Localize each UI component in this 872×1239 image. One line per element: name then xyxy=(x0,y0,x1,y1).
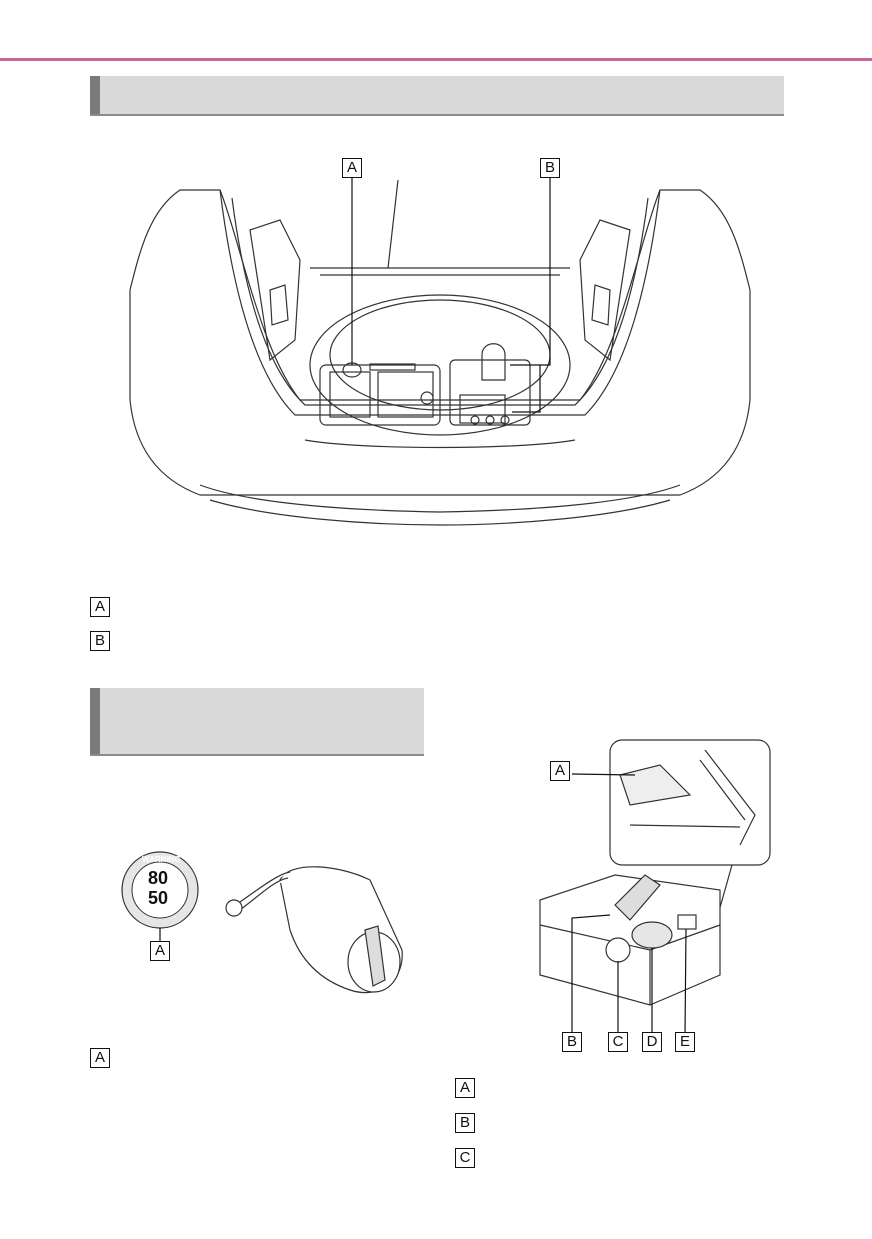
sticker-callout-a: A xyxy=(150,941,170,961)
repair-kit-drawing xyxy=(121,851,403,994)
compressor-callout-e: E xyxy=(675,1032,695,1052)
compressor-callout-d: D xyxy=(642,1032,662,1052)
compressor-drawing xyxy=(539,739,771,1036)
legend-trunk-a-marker: A xyxy=(90,597,110,617)
compressor-callout-c: C xyxy=(608,1032,628,1052)
legend-compressor-a-marker: A xyxy=(455,1078,475,1098)
legend-trunk-b-marker: B xyxy=(90,631,110,651)
sticker-speed-top: 80 xyxy=(148,868,169,888)
section-header-bar-2 xyxy=(90,688,424,756)
trunk-callout-a: A xyxy=(342,158,362,178)
section-accent-2 xyxy=(90,688,100,754)
compressor-illustration: A B C D E xyxy=(520,735,780,1055)
legend-compressor-b-marker: B xyxy=(455,1113,475,1133)
trunk-illustration: A B xyxy=(120,150,760,530)
legend-kit-a-marker: A xyxy=(90,1048,110,1068)
repair-kit-illustration: WARNING 80 50 A xyxy=(110,840,410,1000)
top-rule xyxy=(0,58,872,61)
compressor-callout-b: B xyxy=(562,1032,582,1052)
trunk-drawing xyxy=(129,178,751,526)
compressor-callout-a: A xyxy=(550,761,570,781)
sticker-speed-bottom: 50 xyxy=(148,888,169,908)
legend-compressor-c-marker: C xyxy=(455,1148,475,1168)
trunk-callout-b: B xyxy=(540,158,560,178)
section-header-bar-1 xyxy=(90,76,784,116)
sticker-warning-text: WARNING xyxy=(142,855,181,864)
section-accent-1 xyxy=(90,76,100,114)
